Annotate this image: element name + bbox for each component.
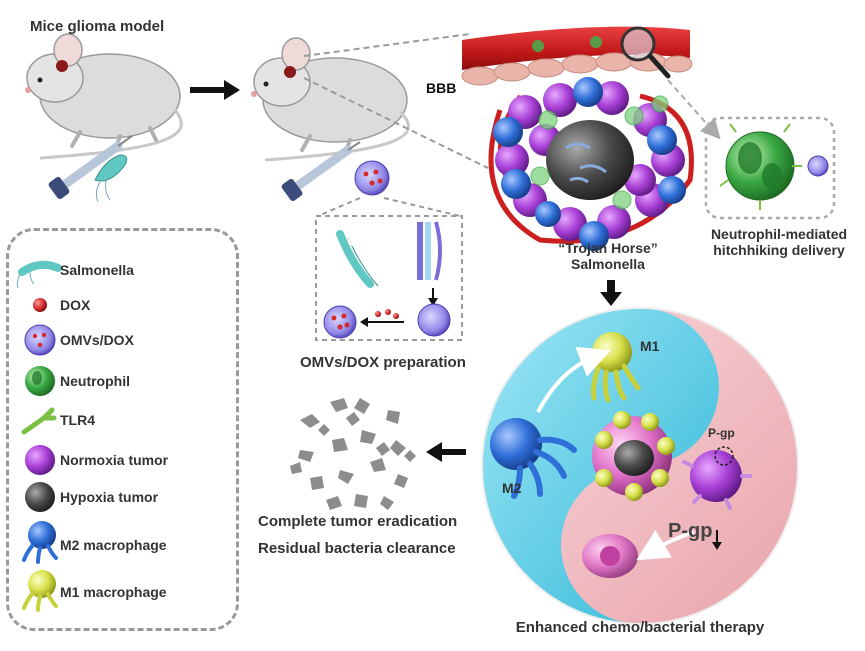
label-hitch-line2: hitchhiking delivery bbox=[713, 242, 845, 258]
label-clearance: Residual bacteria clearance bbox=[258, 540, 456, 557]
label-trojan-horse: “Trojan Horse” Salmonella bbox=[548, 240, 668, 272]
blood-vessel bbox=[461, 26, 693, 86]
legend-icons bbox=[16, 260, 62, 612]
legend-box bbox=[6, 228, 239, 631]
label-trojan-line1: “Trojan Horse” bbox=[558, 240, 658, 256]
arrow-mouse-to-mouse bbox=[190, 80, 240, 100]
label-pgp-small: P-gp bbox=[708, 426, 735, 440]
legend-dox: DOX bbox=[60, 297, 91, 313]
arrow-down-trojan bbox=[600, 280, 622, 306]
label-m2: M2 bbox=[502, 480, 522, 496]
magnifier-icon bbox=[620, 26, 671, 79]
arrow-to-eradication bbox=[426, 442, 466, 462]
mouse-1 bbox=[25, 33, 183, 160]
label-m1: M1 bbox=[640, 338, 660, 354]
omv-particle-injected bbox=[354, 160, 390, 196]
legend-m1-macrophage: M1 macrophage bbox=[60, 584, 167, 600]
tumor-cluster bbox=[488, 77, 694, 251]
legend-tlr4: TLR4 bbox=[60, 412, 95, 428]
legend-m2-macrophage: M2 macrophage bbox=[60, 537, 167, 553]
legend-omvs-dox: OMVs/DOX bbox=[60, 332, 134, 348]
neutrophil-inset bbox=[704, 116, 836, 220]
label-mice-model: Mice glioma model bbox=[30, 18, 165, 35]
legend-normoxia-tumor: Normoxia tumor bbox=[60, 452, 169, 468]
legend-hypoxia-tumor: Hypoxia tumor bbox=[60, 489, 159, 505]
eradicated-tumor bbox=[290, 398, 416, 510]
label-hitch-line1: Neutrophil-mediated bbox=[710, 226, 848, 242]
label-eradication: Complete tumor eradication bbox=[258, 513, 458, 530]
label-enhanced-therapy: Enhanced chemo/bacterial therapy bbox=[515, 619, 765, 636]
syringe-2 bbox=[281, 141, 361, 202]
yin-yang-therapy bbox=[481, 307, 799, 625]
syringe-1 bbox=[48, 135, 133, 203]
label-pgp-large: P-gp bbox=[668, 520, 713, 542]
omv-prep-box bbox=[315, 197, 463, 341]
legend-salmonella: Salmonella bbox=[60, 262, 134, 278]
mouse-2 bbox=[251, 37, 411, 162]
legend-neutrophil: Neutrophil bbox=[60, 373, 130, 389]
label-bbb: BBB bbox=[426, 80, 457, 96]
label-omv-prep: OMVs/DOX preparation bbox=[300, 354, 466, 371]
label-trojan-line2: Salmonella bbox=[571, 256, 645, 272]
label-hitchhiking: Neutrophil-mediated hitchhiking delivery bbox=[694, 226, 864, 258]
